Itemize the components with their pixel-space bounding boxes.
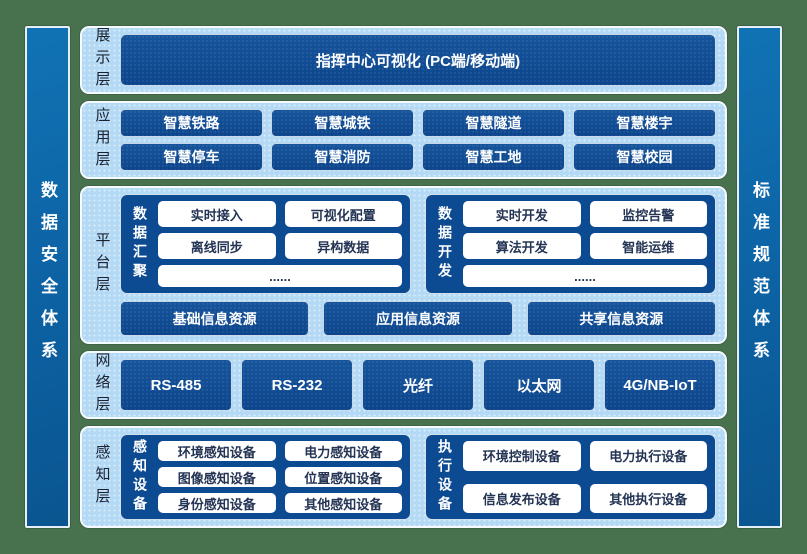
sensing-devices-label: 感知设备	[132, 439, 148, 515]
perception-layer-label-zone: 感知层	[84, 434, 120, 520]
data-aggregation-label: 数据汇聚	[132, 206, 148, 282]
network-box: RS-232	[241, 359, 353, 411]
actuator-device-box: 其他执行设备	[589, 483, 707, 513]
actuator-devices-group: 执行设备 环境控制设备 电力执行设备 信息发布设备 其他执行设备	[425, 434, 716, 520]
platform-layer-label: 平台层	[93, 232, 111, 298]
platform-capability-box: 实时接入	[158, 201, 276, 227]
network-box: 以太网	[483, 359, 595, 411]
display-layer-label-zone: 展示层	[84, 27, 120, 93]
sensing-device-box: 位置感知设备	[284, 467, 402, 487]
architecture-diagram: 展示层 指挥中心可视化 (PC端/移动端) 应用层 智慧铁路 智慧城铁 智慧隧道…	[80, 26, 727, 528]
application-layer-label-zone: 应用层	[84, 107, 120, 173]
data-development-label: 数据开发	[437, 206, 453, 282]
data-security-label: 数据安全体系	[38, 181, 57, 373]
app-box: 智慧校园	[573, 143, 716, 171]
data-security-sidebar: 数据安全体系	[25, 26, 70, 528]
platform-capability-box: 异构数据	[284, 233, 402, 259]
layer-panel-platform: 平台层 数据汇聚 实时接入 可视化配置 离线同步 异构数据 ......	[80, 186, 727, 344]
data-aggregation-label-zone: 数据汇聚	[129, 201, 151, 287]
platform-capability-box: 离线同步	[158, 233, 276, 259]
actuator-devices-label-zone: 执行设备	[434, 439, 456, 515]
sensing-device-box: 其他感知设备	[284, 493, 402, 513]
layer-panel-application: 应用层 智慧铁路 智慧城铁 智慧隧道 智慧楼宇 智慧停车 智慧消防 智慧工地 智…	[80, 101, 727, 179]
layer-panel-network: 网络层 RS-485 RS-232 光纤 以太网 4G/NB-IoT	[80, 351, 727, 419]
data-aggregation-group: 数据汇聚 实时接入 可视化配置 离线同步 异构数据 ......	[120, 194, 411, 294]
platform-capability-box: 可视化配置	[284, 201, 402, 227]
application-layer-label: 应用层	[93, 107, 111, 173]
app-box: 智慧停车	[120, 143, 263, 171]
data-development-group: 数据开发 实时开发 监控告警 算法开发 智能运维 ......	[425, 194, 716, 294]
app-box: 智慧铁路	[120, 109, 263, 137]
resource-box: 应用信息资源	[323, 301, 513, 336]
layer-panel-display: 展示层 指挥中心可视化 (PC端/移动端)	[80, 26, 727, 94]
platform-capability-more-box: ......	[158, 265, 402, 287]
network-box: 4G/NB-IoT	[604, 359, 716, 411]
network-layer-label-zone: 网络层	[84, 352, 120, 418]
app-box: 智慧城铁	[271, 109, 414, 137]
sensing-device-box: 身份感知设备	[158, 493, 276, 513]
network-box: RS-485	[120, 359, 232, 411]
app-box: 智慧楼宇	[573, 109, 716, 137]
resource-box: 共享信息资源	[526, 301, 716, 336]
sensing-devices-group: 感知设备 环境感知设备 电力感知设备 图像感知设备 位置感知设备 身份感知设备 …	[120, 434, 411, 520]
app-box: 智慧隧道	[422, 109, 565, 137]
sensing-device-box: 图像感知设备	[158, 467, 276, 487]
actuator-devices-label: 执行设备	[437, 439, 453, 515]
platform-capability-box: 算法开发	[463, 233, 581, 259]
display-layer-label: 展示层	[93, 27, 111, 93]
platform-layer-label-zone: 平台层	[84, 194, 120, 336]
standards-label: 标准规范体系	[750, 181, 769, 373]
platform-capability-more-box: ......	[463, 265, 707, 287]
app-box: 智慧消防	[271, 143, 414, 171]
sensing-device-box: 电力感知设备	[284, 441, 402, 461]
platform-capability-box: 智能运维	[589, 233, 707, 259]
standards-sidebar: 标准规范体系	[737, 26, 782, 528]
actuator-device-box: 环境控制设备	[463, 441, 581, 471]
command-center-box: 指挥中心可视化 (PC端/移动端)	[120, 34, 716, 86]
sensing-device-box: 环境感知设备	[158, 441, 276, 461]
platform-capability-box: 监控告警	[589, 201, 707, 227]
network-box: 光纤	[362, 359, 474, 411]
layer-panel-perception: 感知层 感知设备 环境感知设备 电力感知设备 图像感知设备 位置感知设备 身份感…	[80, 426, 727, 528]
platform-capability-box: 实时开发	[463, 201, 581, 227]
sensing-devices-label-zone: 感知设备	[129, 439, 151, 515]
perception-layer-label: 感知层	[93, 444, 111, 510]
actuator-device-box: 电力执行设备	[589, 441, 707, 471]
actuator-device-box: 信息发布设备	[463, 483, 581, 513]
data-development-label-zone: 数据开发	[434, 201, 456, 287]
app-box: 智慧工地	[422, 143, 565, 171]
resource-box: 基础信息资源	[120, 301, 310, 336]
network-layer-label: 网络层	[93, 352, 111, 418]
